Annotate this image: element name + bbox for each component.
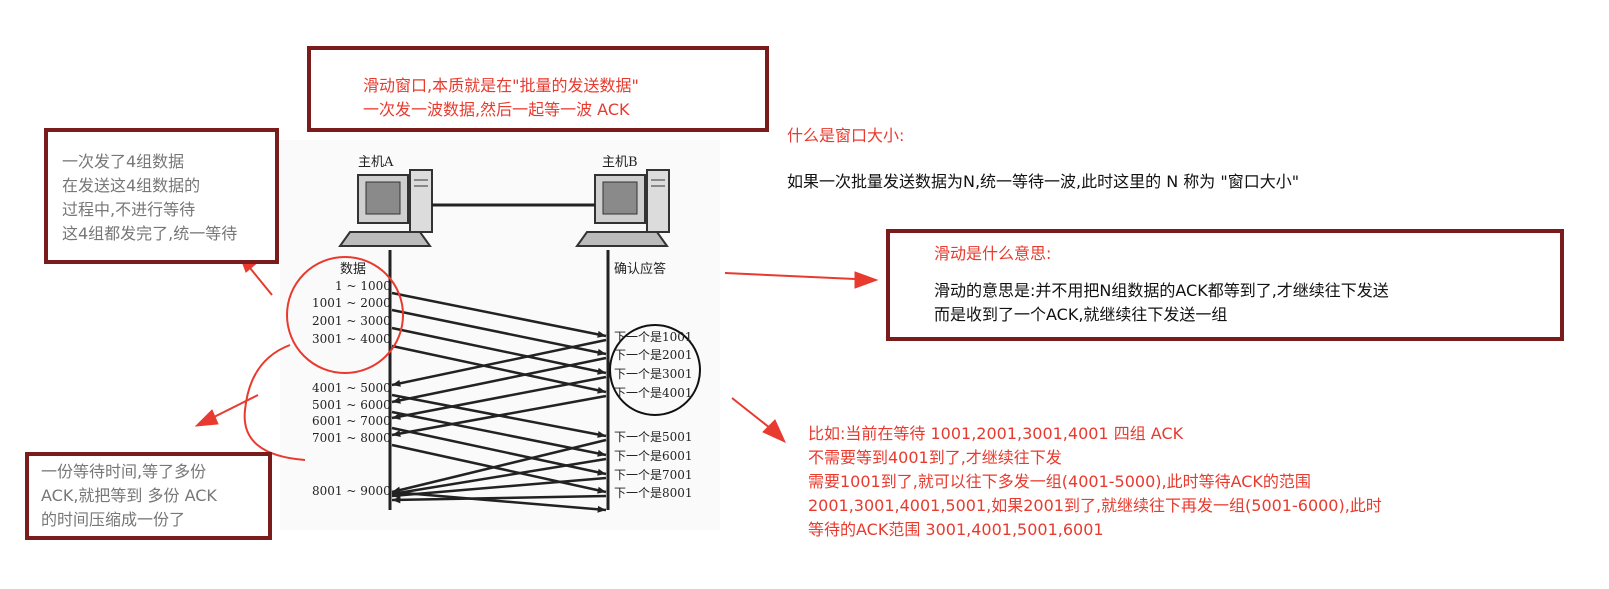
sent-range-label: 1001 ~ 2000: [312, 296, 391, 310]
sent-range-label: 1 ~ 1000: [335, 279, 391, 293]
ack-next-label: 下一个是6001: [614, 449, 693, 463]
sent-range-label: 2001 ~ 3000: [312, 314, 391, 328]
window-size-heading: 什么是窗口大小:: [787, 126, 905, 145]
ack-next-label: 下一个是5001: [614, 430, 693, 444]
ack-arrow-head: [392, 379, 401, 387]
data-segment-arrow: [391, 291, 607, 338]
host-b-computer-icon: [575, 169, 670, 247]
example-line-4: 2001,3001,4001,5001,如果2001到了,就继续往下再发一组(5…: [808, 496, 1382, 515]
sent-range-label: 5001 ~ 6000: [312, 398, 391, 412]
example-line-1: 比如:当前在等待 1001,2001,3001,4001 四组 ACK: [808, 424, 1184, 443]
transfer-arrows: [391, 291, 607, 513]
ack-next-label: 下一个是3001: [614, 367, 693, 381]
host-a-computer-icon: [338, 169, 433, 247]
ack-next-label: 下一个是8001: [614, 486, 693, 500]
ack-next-label: 下一个是7001: [614, 468, 693, 482]
host-b-label: 主机B: [602, 155, 638, 170]
batch-note-line-2: 在发送这4组数据的: [62, 176, 201, 195]
batch-note-line-4: 这4组都发完了,统一等待: [62, 224, 238, 243]
data-segment-arrow-head: [597, 330, 606, 338]
example-line-2: 不需要等到4001到了,才继续往下发: [808, 448, 1062, 467]
batch-note-line-3: 过程中,不进行等待: [62, 200, 196, 219]
title-line-2: 一次发一波数据,然后一起等一波 ACK: [363, 100, 630, 119]
sent-range-label: 4001 ~ 5000: [312, 381, 391, 395]
ack-arrow: [391, 375, 607, 420]
title-line-1: 滑动窗口,本质就是在"批量的发送数据": [363, 76, 639, 95]
sent-range-label: 7001 ~ 8000: [312, 431, 391, 445]
data-segment-arrow-head: [597, 449, 606, 457]
data-segment-arrow-head: [597, 486, 606, 494]
ack-arrow: [391, 394, 607, 437]
ack-arrow-head: [392, 412, 401, 420]
example-line-3: 需要1001到了,就可以往下多发一组(4001-5000),此时等待ACK的范围: [808, 472, 1311, 491]
ack-arrow-head: [392, 396, 401, 404]
data-segment-arrow-head: [597, 505, 606, 513]
ack-arrow: [391, 356, 607, 404]
data-segment-arrow-head: [597, 348, 606, 356]
data-column-label: 数据: [340, 262, 367, 277]
sent-range-label: 6001 ~ 7000: [312, 414, 391, 428]
example-text: 比如:当前在等待 1001,2001,3001,4001 四组 ACK 不需要等…: [808, 422, 1382, 542]
batch-send-note: 一次发了4组数据 在发送这4组数据的 过程中,不进行等待 这4组都发完了,统一等…: [44, 128, 279, 264]
sliding-line-2: 而是收到了一个ACK,就继续往下发送一组: [934, 305, 1228, 324]
data-segment-arrow: [391, 443, 607, 494]
ack-column-label: 确认应答: [614, 262, 667, 277]
batch-note-line-1: 一次发了4组数据: [62, 152, 185, 171]
ack-next-label: 下一个是2001: [614, 348, 693, 362]
sent-data-highlight-circle: [286, 256, 404, 374]
title-box: 滑动窗口,本质就是在"批量的发送数据" 一次发一波数据,然后一起等一波 ACK: [307, 46, 769, 132]
ack-arrow: [391, 476, 607, 498]
ack-arrow: [391, 438, 607, 494]
wait-note-line-1: 一份等待时间,等了多份: [41, 462, 207, 481]
sent-range-label: 3001 ~ 4000: [312, 332, 391, 346]
ack-arrow: [391, 457, 607, 496]
wait-note-line-2: ACK,就把等到 多份 ACK: [41, 486, 217, 505]
data-segment-arrow-head: [597, 367, 606, 375]
ack-arrow: [391, 494, 607, 502]
data-segment-arrow-head: [597, 386, 606, 394]
data-segment-arrow-head: [597, 430, 606, 438]
sliding-line-1: 滑动的意思是:并不用把N组数据的ACK都等到了,才继续往下发送: [934, 281, 1389, 300]
annotation-arrows: [194, 255, 879, 461]
host-a-label: 主机A: [358, 155, 394, 170]
sliding-heading: 滑动是什么意思:: [934, 244, 1052, 263]
ack-arrow: [391, 338, 607, 387]
wait-time-note: 一份等待时间,等了多份 ACK,就把等到 多份 ACK 的时间压缩成一份了: [25, 452, 272, 540]
ack-arrow-head: [392, 430, 401, 437]
ack-highlight-circle: [609, 324, 701, 416]
ack-arrow-head: [392, 491, 401, 499]
sliding-meaning-box: 滑动是什么意思: 滑动的意思是:并不用把N组数据的ACK都等到了,才继续往下发送…: [886, 229, 1564, 341]
data-segment-arrow-head: [597, 468, 606, 476]
sent-range-label: 8001 ~ 9000: [312, 484, 391, 498]
ack-arrow-head: [392, 496, 401, 504]
example-line-5: 等待的ACK范围 3001,4001,5001,6001: [808, 520, 1104, 539]
window-size-text: 如果一次批量发送数据为N,统一等待一波,此时这里的 N 称为 "窗口大小": [787, 172, 1300, 191]
ack-next-label: 下一个是1001: [614, 330, 693, 344]
data-segment-arrow: [391, 426, 607, 476]
ack-next-label: 下一个是4001: [614, 386, 693, 400]
data-segment-arrow: [391, 490, 607, 512]
wait-note-line-3: 的时间压缩成一份了: [41, 510, 186, 529]
